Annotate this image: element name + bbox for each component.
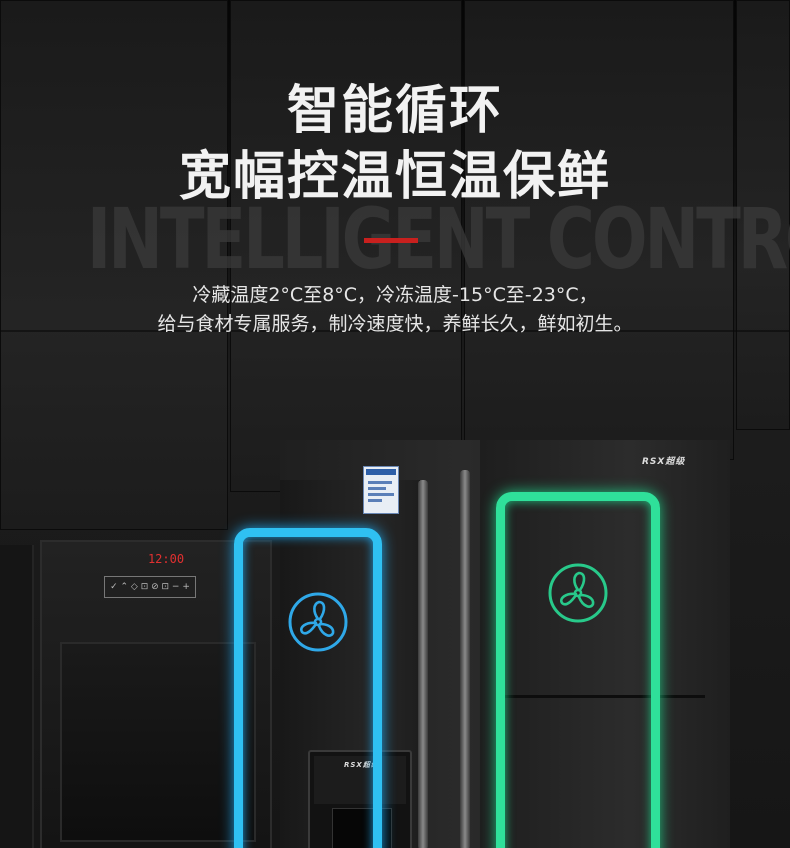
- freezer-airflow-outline: [496, 492, 660, 848]
- side-cabinet: [0, 545, 34, 848]
- watermark-text: INTELLIGENT CONTROL: [86, 190, 790, 288]
- fridge-door-left: RSX超级: [280, 480, 420, 848]
- freezer-drawer-seam: [505, 695, 705, 698]
- accent-divider: [364, 238, 418, 243]
- headline-line1: 智能循环: [286, 81, 503, 141]
- dispenser-brand-logo: RSX超级: [344, 761, 379, 769]
- water-dispenser: RSX超级: [308, 750, 412, 848]
- left-door-handle: [418, 480, 428, 848]
- fridge-door-right: RSX超级: [480, 440, 730, 848]
- oven-window: [60, 642, 256, 842]
- energy-label: [363, 466, 399, 514]
- cabinet-seam: [0, 330, 790, 332]
- oven-control-panel: ✓ ⌃ ◇ ⊡ ⊘ ⊡ − +: [104, 576, 196, 598]
- fan-icon: [288, 592, 348, 652]
- description-line1: 冷藏温度2°C至8°C，冷冻温度-15°C至-23°C，: [192, 284, 598, 306]
- dispenser-bay: [332, 808, 392, 848]
- headline-line2: 宽幅控温恒温保鲜: [178, 147, 611, 207]
- fridge-airflow-outline: [234, 528, 382, 848]
- wall-cabinet-left: [0, 0, 228, 530]
- built-in-oven: 12:00 ✓ ⌃ ◇ ⊡ ⊘ ⊡ − +: [40, 540, 272, 848]
- fan-icon: [548, 563, 608, 623]
- dispenser-panel: RSX超级: [314, 756, 406, 804]
- wall-cabinet-center: [230, 0, 462, 492]
- right-door-handle: [460, 470, 470, 848]
- oven-display: 12:00: [147, 552, 185, 566]
- description-line2: 给与食材专属服务，制冷速度快，养鲜长久，鲜如初生。: [157, 313, 633, 335]
- fridge-brand-logo: RSX超级: [642, 457, 686, 467]
